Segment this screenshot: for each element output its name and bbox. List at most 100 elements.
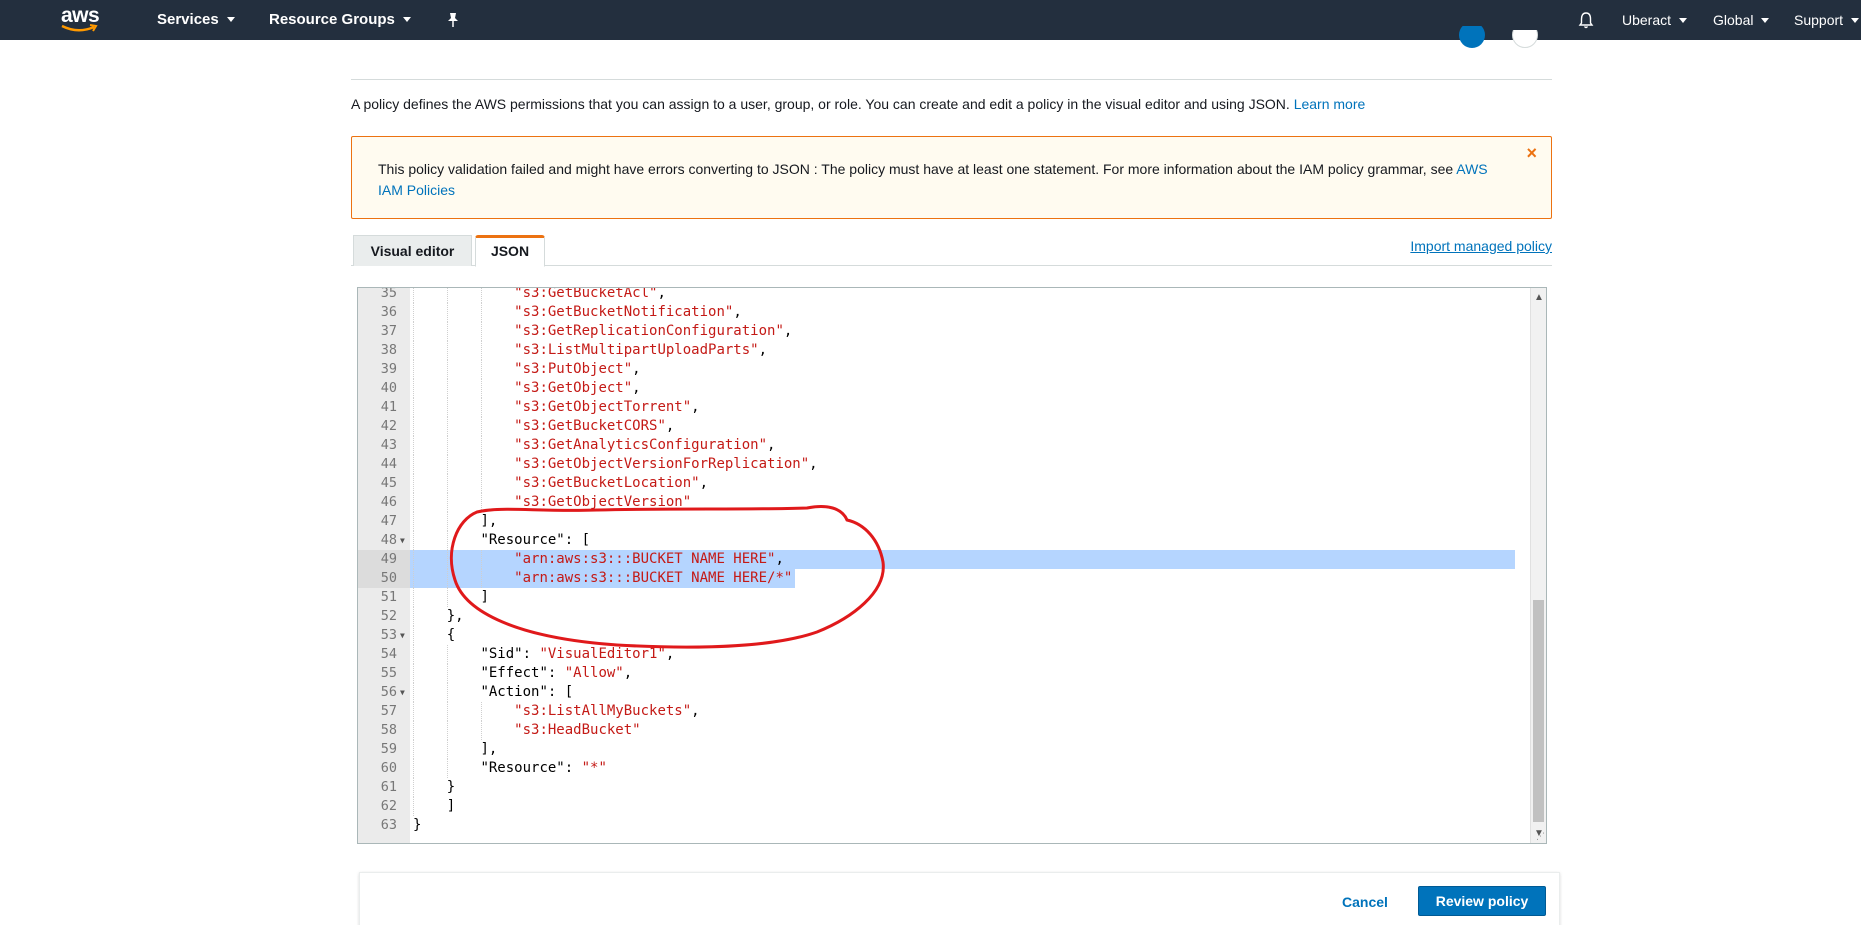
aws-iam-policies-link[interactable]: AWS IAM Policies <box>378 161 1488 198</box>
line-number: 50 <box>358 569 397 588</box>
code-line: 41 "s3:GetObjectTorrent", <box>358 398 1518 417</box>
close-icon[interactable]: × <box>1526 143 1537 163</box>
policy-actions-footer: Cancel Review policy <box>359 872 1560 925</box>
resize-handle-icon[interactable]: ⋰ <box>1536 831 1545 841</box>
indent-guide <box>413 379 414 398</box>
account-menu[interactable]: Uberact <box>1622 0 1688 40</box>
json-punctuation: ] <box>480 589 489 605</box>
editor-scrollbar[interactable]: ▲ ▼ <box>1530 288 1546 843</box>
code-line: 40 "s3:GetObject", <box>358 379 1518 398</box>
indent-guide <box>446 740 448 759</box>
indent-guide <box>413 702 414 721</box>
json-punctuation: } <box>413 817 422 833</box>
code-line: 48▼ "Resource": [ <box>358 531 1518 550</box>
line-number: 40 <box>380 380 397 396</box>
scroll-up-icon[interactable]: ▲ <box>1534 292 1544 303</box>
indent-guide <box>446 512 448 531</box>
chevron-down-icon <box>1679 18 1688 23</box>
indent-guide <box>446 455 448 474</box>
region-menu[interactable]: Global <box>1713 0 1770 40</box>
indent-guide <box>413 322 414 341</box>
editor-tabs: Visual editor JSON Import managed policy <box>351 234 1552 267</box>
notifications-button[interactable] <box>1578 0 1594 40</box>
code-line: 63} <box>358 816 1518 835</box>
indent-guide <box>480 721 482 740</box>
json-punctuation: , <box>699 475 709 491</box>
code-line: 56▼ "Action": [ <box>358 683 1518 702</box>
aws-smile-icon <box>61 24 98 32</box>
scrollbar-thumb[interactable] <box>1533 600 1544 822</box>
json-string: "*" <box>581 760 607 776</box>
code-line: 50 "arn:aws:s3:::BUCKET NAME HERE/*" <box>358 569 1518 588</box>
line-number: 56 <box>380 684 397 700</box>
indent-guide <box>413 588 414 607</box>
code-text: "s3:GetBucketNotification", <box>413 303 742 322</box>
resource-groups-menu[interactable]: Resource Groups <box>269 0 411 40</box>
json-string: "s3:GetObjectTorrent" <box>514 399 692 415</box>
tab-visual-editor[interactable]: Visual editor <box>353 235 472 266</box>
indent-guide <box>413 474 414 493</box>
json-punctuation: "Resource": [ <box>480 532 591 548</box>
indent-guide <box>446 683 448 702</box>
indent-guide <box>446 550 448 569</box>
aws-logo[interactable]: aws <box>58 4 108 36</box>
code-line: 52 }, <box>358 607 1518 626</box>
cancel-button[interactable]: Cancel <box>1342 887 1388 917</box>
indent-guide <box>446 322 448 341</box>
fold-toggle-icon[interactable]: ▼ <box>400 536 405 545</box>
fold-toggle-icon[interactable]: ▼ <box>400 631 405 640</box>
indent-guide <box>446 664 448 683</box>
json-string: "s3:GetBucketAcl" <box>514 287 658 301</box>
code-text: "s3:GetObject", <box>413 379 640 398</box>
chevron-down-icon <box>402 17 411 22</box>
fold-toggle-icon[interactable]: ▼ <box>400 688 405 697</box>
code-text: ] <box>413 588 489 607</box>
tab-json[interactable]: JSON <box>475 235 545 267</box>
json-punctuation: , <box>691 703 700 719</box>
line-number: 57 <box>380 703 397 719</box>
learn-more-link[interactable]: Learn more <box>1293 96 1366 112</box>
json-code-editor[interactable]: 35 "s3:GetBucketAcl",36 "s3:GetBucketNot… <box>357 287 1547 844</box>
code-line: 59 ], <box>358 740 1518 759</box>
code-text: "Resource": "*" <box>413 759 607 778</box>
line-number: 41 <box>380 399 397 415</box>
line-number: 58 <box>380 722 397 738</box>
code-text: "s3:GetBucketCORS", <box>413 417 674 436</box>
support-menu[interactable]: Support <box>1794 0 1860 40</box>
indent-guide <box>480 417 482 436</box>
indent-guide <box>413 288 414 303</box>
services-menu[interactable]: Services <box>157 0 235 40</box>
scroll-down-icon[interactable]: ▼ <box>1534 828 1544 839</box>
indent-guide <box>413 645 414 664</box>
indent-guide <box>413 740 414 759</box>
indent-guide <box>446 702 448 721</box>
import-managed-policy-link[interactable]: Import managed policy <box>1410 238 1552 254</box>
json-punctuation: , <box>733 304 742 320</box>
indent-guide <box>446 721 448 740</box>
json-punctuation: }, <box>446 608 464 624</box>
code-text: "s3:GetBucketAcl", <box>413 287 666 303</box>
code-line: 36 "s3:GetBucketNotification", <box>358 303 1518 322</box>
indent-guide <box>446 398 448 417</box>
indent-guide <box>413 398 414 417</box>
pin-button[interactable] <box>446 0 460 40</box>
code-text: "s3:GetReplicationConfiguration", <box>413 322 792 341</box>
code-text: } <box>413 816 421 835</box>
indent-guide <box>480 398 482 417</box>
top-navigation-bar: aws Services Resource Groups Uberact Glo… <box>0 0 1861 40</box>
indent-guide <box>480 288 482 303</box>
json-punctuation: , <box>758 342 768 358</box>
code-text: } <box>413 778 455 797</box>
indent-guide <box>413 417 414 436</box>
indent-guide <box>480 474 482 493</box>
policy-description-text: A policy defines the AWS permissions tha… <box>351 96 1294 112</box>
code-line: 49 "arn:aws:s3:::BUCKET NAME HERE", <box>358 550 1518 569</box>
json-punctuation: , <box>665 418 675 434</box>
account-label: Uberact <box>1622 12 1672 28</box>
code-line: 60 "Resource": "*" <box>358 759 1518 778</box>
review-policy-button[interactable]: Review policy <box>1418 886 1546 916</box>
indent-guide <box>446 759 448 778</box>
json-punctuation: , <box>783 323 793 339</box>
code-text: ], <box>413 740 497 759</box>
code-text: "s3:GetObjectTorrent", <box>413 398 699 417</box>
